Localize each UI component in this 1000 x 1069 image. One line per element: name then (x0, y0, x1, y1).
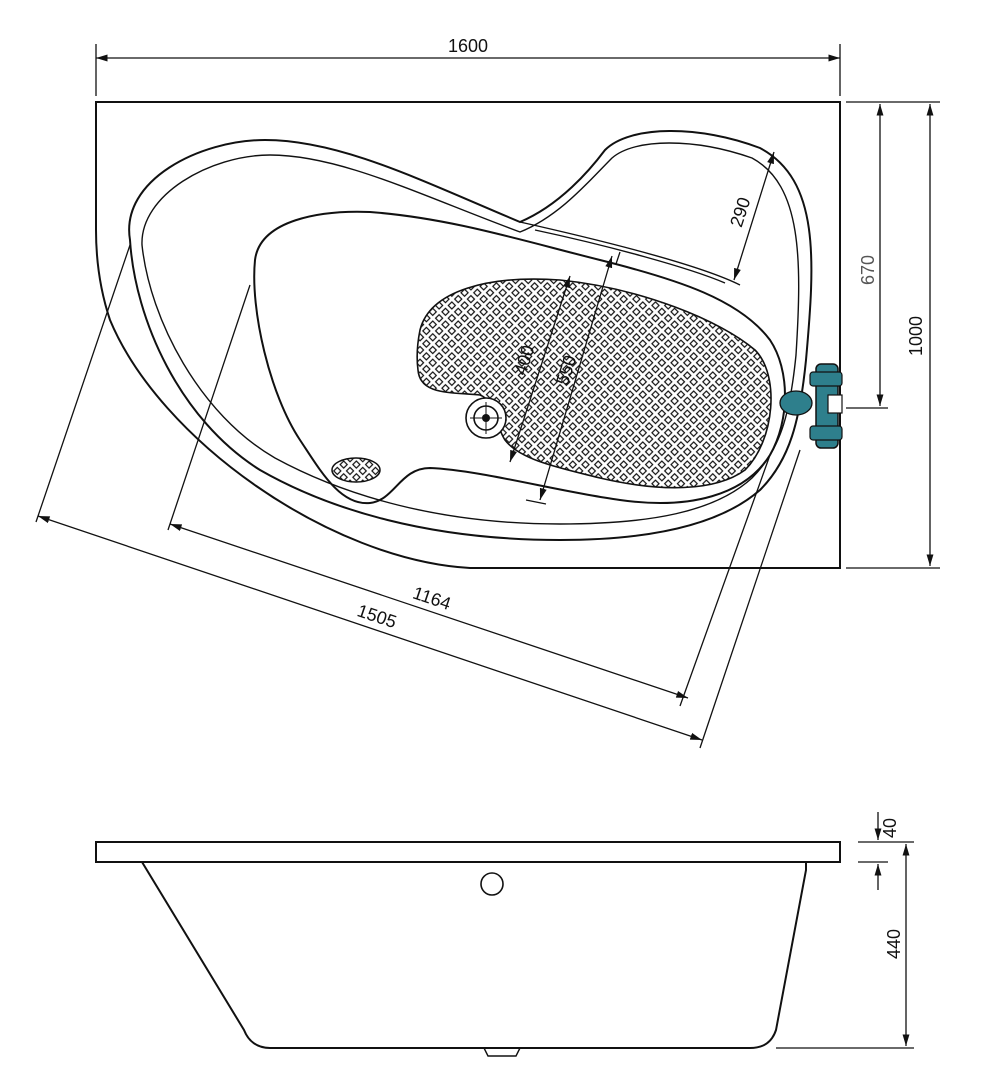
dimension-depth-label: 1000 (906, 316, 926, 356)
basin-chamfer-line-2 (534, 229, 726, 284)
overflow-hole-icon (480, 872, 504, 896)
dimension-width: 1600 (95, 36, 841, 96)
dimension-height: 440 (776, 844, 914, 1049)
basin-chamfer-line-1 (519, 221, 741, 286)
dimension-depth: 1000 (846, 101, 940, 569)
side-view: 40 440 (95, 812, 914, 1057)
side-body (140, 861, 807, 1049)
top-view: 1600 1000 670 290 400 550 (35, 36, 940, 749)
dimension-outer-length-label: 1505 (355, 600, 399, 632)
overflow-grille-icon (331, 457, 381, 483)
drain-icon (465, 397, 507, 439)
dimension-inner-length-label: 1164 (410, 583, 453, 614)
basin-outer-rim (128, 130, 813, 542)
dimension-rim-thickness-label: 40 (880, 818, 900, 838)
basin-rim-inner (141, 142, 800, 525)
dimension-faucet-offset: 670 (846, 104, 888, 409)
dimension-rim-thickness: 40 (858, 812, 914, 890)
dimension-height-label: 440 (884, 929, 904, 959)
dimension-width-label: 1600 (448, 36, 488, 56)
dimension-faucet-offset-label: 670 (858, 255, 878, 285)
faucet-icon (779, 363, 843, 449)
side-rim (95, 841, 841, 863)
basin-inner (253, 210, 786, 505)
drain-foot (483, 1047, 521, 1057)
